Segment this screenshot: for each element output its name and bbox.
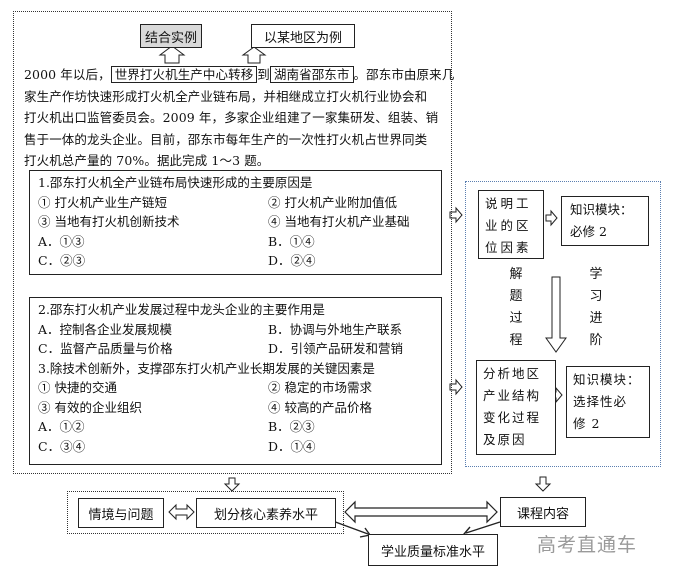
passage-line1-end: 。邵东市由原来几: [353, 67, 455, 82]
q3-option-2: ② 稳定的市场需求: [268, 380, 372, 395]
q3-choice-a: A．①②: [38, 419, 85, 434]
q1-choice-c: C．②③: [38, 253, 86, 268]
passage-line1-start: 2000 年以后，: [24, 67, 111, 82]
situation-box: 情境与问题: [78, 498, 164, 528]
module-1-line-1: 知识模块：: [570, 202, 633, 217]
q1-choice-a: A．①③: [38, 233, 85, 249]
right-arrow-small-1: [545, 209, 558, 227]
passage-line3: 打火机出口监管委员会。2009 年，多家企业组建了一家集研发、组装、销: [24, 110, 439, 125]
passage-line5: 打火机总产量的 70%。据此完成 1～3 题。: [24, 153, 270, 168]
q1-option-3: ③ 当地有打火机创新技术: [38, 214, 180, 229]
solve-char-2: 题: [509, 289, 523, 304]
tag-region-example: 以某地区为例: [251, 24, 355, 48]
double-arrow-situation-literacy: [168, 503, 195, 521]
solve-char-3: 过: [509, 311, 523, 326]
analyze-line-2: 产业结构: [483, 388, 542, 403]
passage-line4: 售于一体的龙头企业。目前，邵东市每年生产的一次性打火机占世界同类: [24, 131, 428, 147]
down-arrow-progress: [545, 276, 567, 353]
module-2-line-3: 修 2: [573, 416, 601, 431]
down-arrow-left: [223, 477, 241, 492]
watermark-text: 高考直通车: [537, 534, 638, 556]
example-frame: [13, 11, 452, 474]
q2-choice-d: D．引领产品研发和营销: [268, 341, 404, 356]
solve-char-1: 解: [509, 267, 523, 282]
q3-choice-c: C．③④: [38, 438, 86, 454]
q1-choice-b: B．①④: [268, 233, 315, 249]
q3-choice-b: B．②③: [268, 419, 315, 434]
q1-choice-d: D．②④: [268, 253, 316, 268]
question-3-stem: 3.除技术创新外，支撑邵东打火机产业长期发展的关键因素是: [38, 360, 375, 376]
passage-line1-mid: 到: [257, 67, 270, 82]
literacy-box: 划分核心素养水平: [196, 498, 336, 528]
progress-char-1: 学: [589, 267, 603, 282]
double-arrow-literacy-course: [344, 500, 498, 524]
highlight-shaodong: 湖南省邵东市: [269, 66, 354, 83]
q1-option-2: ② 打火机产业附加值低: [268, 194, 397, 210]
analyze-box: 分析地区 产业结构 变化过程 及原因: [476, 360, 556, 455]
factor-box: 说明工 业的区 位因素: [478, 190, 544, 259]
solve-char-4: 程: [509, 333, 523, 348]
course-content-box: 课程内容: [500, 497, 586, 527]
passage-text: 2000 年以后，世界打火机生产中心转移到湖南省邵东市。邵东市由原来几 家生产作…: [24, 64, 454, 172]
q2-choice-b: B．协调与外地生产联系: [268, 321, 403, 337]
q2-choice-a: A．控制各企业发展规模: [38, 321, 173, 337]
module-1-line-2: 必修 2: [570, 224, 607, 239]
question-2-3-box: 2.邵东打火机产业发展过程中龙头企业的主要作用是 A．控制各企业发展规模 B．协调…: [29, 297, 442, 465]
question-2-stem: 2.邵东打火机产业发展过程中龙头企业的主要作用是: [38, 302, 325, 317]
question-1-box: 1.邵东打火机全产业链布局快速形成的主要原因是 ① 打火机产业生产链短 ② 打火机…: [29, 170, 442, 275]
q3-choice-d: D．①④: [268, 438, 316, 454]
factor-line-3: 位因素: [485, 240, 532, 255]
module-2-box: 知识模块： 选择性必 修 2: [566, 366, 650, 438]
tag-combine-example: 结合实例: [140, 24, 202, 48]
passage-line2: 家生产作坊快速形成打火机全产业链布局，并相继成立打火机行业协会和: [24, 88, 428, 104]
bottom-frame: [67, 491, 344, 534]
learning-frame: [465, 181, 661, 467]
highlight-shift: 世界打火机生产中心转移: [110, 66, 258, 83]
question-1-stem: 1.邵东打火机全产业链布局快速形成的主要原因是: [38, 175, 313, 190]
factor-line-1: 说明工: [485, 196, 532, 211]
q1-option-1: ① 打火机产业生产链短: [38, 194, 167, 210]
q3-option-3: ③ 有效的企业组织: [38, 399, 142, 415]
progress-char-3: 进: [589, 311, 603, 326]
up-arrow-example: [158, 45, 186, 64]
down-arrow-right: [534, 476, 552, 492]
progress-char-4: 阶: [589, 333, 603, 348]
module-2-line-2: 选择性必: [573, 394, 628, 409]
analyze-line-1: 分析地区: [483, 366, 542, 381]
progress-char-2: 习: [589, 289, 603, 304]
up-arrow-region: [241, 46, 267, 64]
label-solve-process: 解 题 过 程: [508, 264, 524, 352]
q3-option-1: ① 快捷的交通: [38, 380, 117, 395]
factor-line-2: 业的区: [485, 218, 532, 233]
analyze-line-4: 及原因: [483, 432, 527, 447]
quality-standard-box: 学业质量标准水平: [368, 534, 498, 566]
module-1-box: 知识模块： 必修 2: [561, 196, 649, 246]
label-learning-progress: 学 习 进 阶: [588, 264, 604, 352]
q2-choice-c: C．监督产品质量与价格: [38, 341, 173, 356]
q3-option-4: ④ 较高的产品价格: [268, 399, 372, 415]
module-2-line-1: 知识模块：: [573, 372, 641, 387]
q1-option-4: ④ 当地有打火机产业基础: [268, 214, 410, 229]
analyze-line-3: 变化过程: [483, 410, 542, 425]
